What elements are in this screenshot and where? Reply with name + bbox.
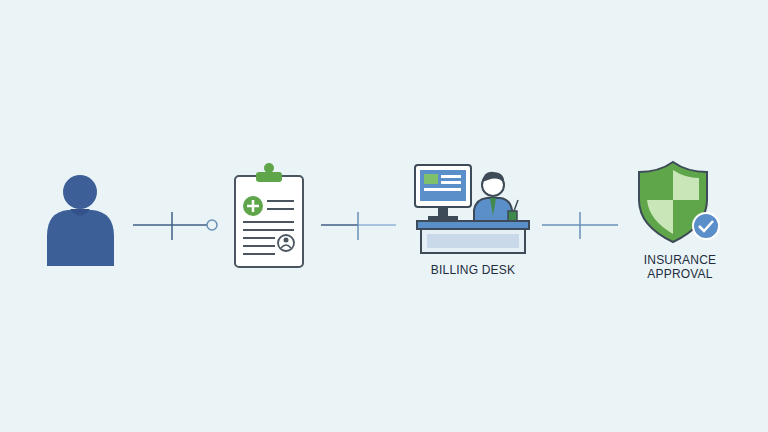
node-label: INSURANCE APPROVAL	[637, 253, 723, 281]
node-icon	[410, 160, 536, 255]
billing-desk-node: BILLING DESK	[410, 160, 536, 277]
connector-tick	[579, 212, 581, 239]
connector	[542, 212, 618, 239]
insurance-node: INSURANCE APPROVAL	[634, 158, 726, 281]
clipboard-icon	[235, 163, 303, 267]
node-label: BILLING DESK	[431, 263, 515, 277]
person-icon	[47, 175, 114, 266]
connector-line	[321, 212, 396, 240]
node-icon	[635, 158, 725, 244]
connector-line	[133, 212, 217, 240]
